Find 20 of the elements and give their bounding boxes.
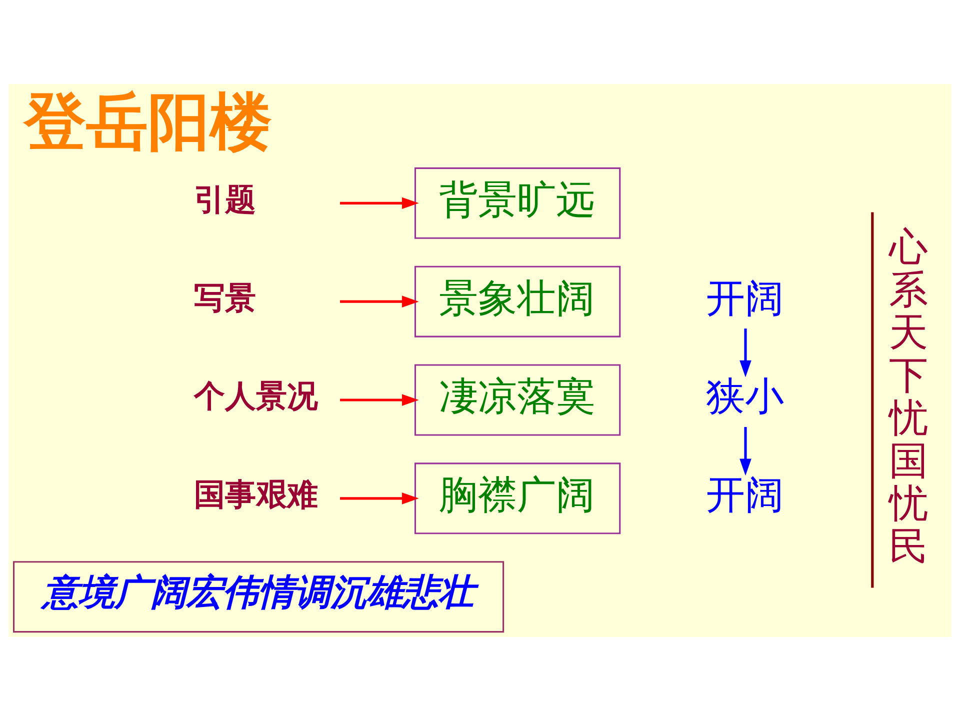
diagram-title: 登岳阳楼 <box>24 84 272 158</box>
node-box: 凄凉落寞 <box>414 364 621 436</box>
node-text: 个人景况 <box>194 378 318 414</box>
node-text: 开阔 <box>706 276 784 321</box>
arrow <box>340 295 419 307</box>
node-box: 胸襟广阔 <box>414 462 621 534</box>
node-text: 写景 <box>194 280 256 316</box>
node-text: 引题 <box>194 181 256 218</box>
arrow <box>340 196 419 209</box>
arrow <box>340 394 419 406</box>
node-box: 景象壮阔 <box>414 265 621 337</box>
node-text: 国事艰难 <box>194 476 318 513</box>
node-text: 开阔 <box>706 472 784 518</box>
node-text: 狭小 <box>706 374 784 420</box>
arrow <box>740 426 752 476</box>
node-box: 背景旷远 <box>414 166 621 238</box>
label: 心系天下忧国忧民 <box>889 224 928 569</box>
arrow <box>740 328 752 377</box>
node-box: 意境广阔宏伟情调沉雄悲壮 <box>13 560 504 632</box>
arrow <box>340 492 419 504</box>
